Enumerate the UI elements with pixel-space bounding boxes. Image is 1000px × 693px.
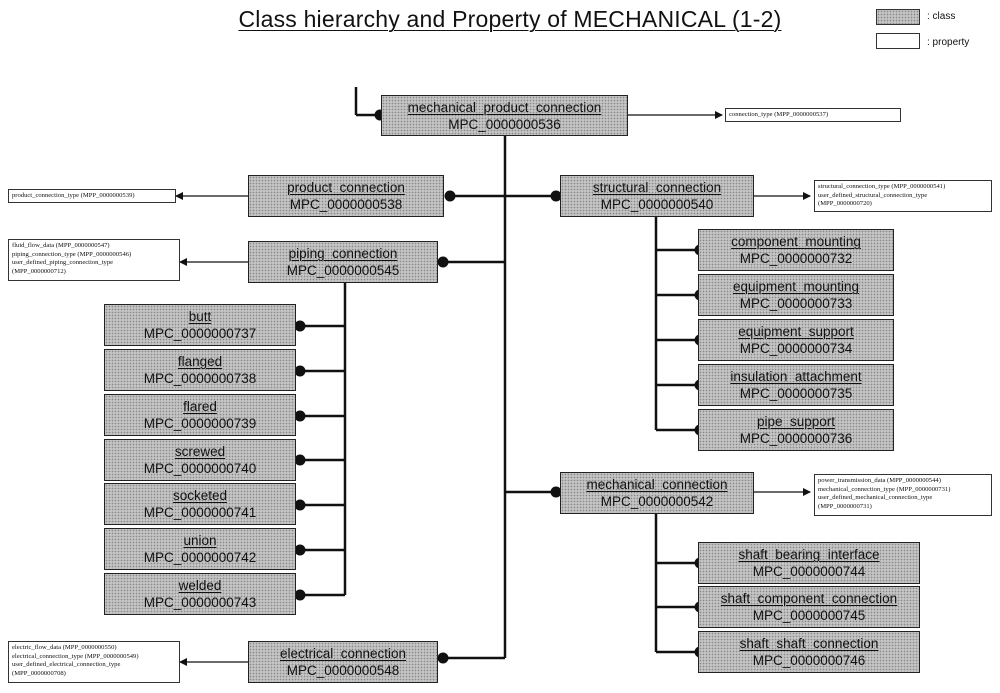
class-mechanical-connection[interactable]: mechanical_connection MPC_0000000542 <box>560 472 754 514</box>
class-id: MPC_0000000536 <box>448 116 561 132</box>
class-id: MPC_0000000538 <box>289 197 403 212</box>
property-line: connection_type (MPP_0000000537) <box>729 111 829 118</box>
property-line: power_transmission_data (MPP_0000000544) <box>818 477 941 484</box>
property-line: (MPP_0000000731) <box>818 502 872 510</box>
property-box-root: connection_type (MPP_0000000537) <box>725 108 901 122</box>
property-box-product-connection: product_connection_type (MPP_0000000539) <box>8 189 176 203</box>
class-shaft-component-connection[interactable]: shaft_component_connection MPC_000000074… <box>698 586 920 628</box>
property-line: electric_flow_data (MPP_0000000550) <box>12 644 117 651</box>
class-component-mounting[interactable]: component_mounting MPC_0000000732 <box>698 229 894 271</box>
class-id: MPC_0000000746 <box>752 653 866 668</box>
class-id: MPC_0000000742 <box>143 550 257 565</box>
legend-property-label: : property <box>927 37 970 48</box>
class-flared[interactable]: flared MPC_0000000739 <box>104 394 296 436</box>
class-pipe-support[interactable]: pipe_support MPC_0000000736 <box>698 409 894 451</box>
class-name: screwed <box>174 444 226 459</box>
property-line: fluid_flow_data (MPP_0000000547) <box>12 242 110 249</box>
legend-property-swatch <box>876 33 920 49</box>
class-name: equipment_support <box>738 324 854 339</box>
property-box-mechanical-connection: power_transmission_data (MPP_0000000544)… <box>814 474 992 516</box>
class-id: MPC_0000000548 <box>286 663 400 678</box>
class-id: MPC_0000000732 <box>739 251 853 266</box>
class-id: MPC_0000000735 <box>739 386 853 401</box>
class-name: welded <box>178 578 222 593</box>
class-piping-connection[interactable]: piping_connection MPC_0000000545 <box>248 241 438 283</box>
property-line: electrical_connection_type (MPP_00000005… <box>12 652 139 660</box>
class-id: MPC_0000000739 <box>143 416 257 431</box>
property-line: user_defined_piping_connection_type <box>12 259 114 266</box>
class-id: MPC_0000000741 <box>143 505 257 520</box>
class-insulation-attachment[interactable]: insulation_attachment MPC_0000000735 <box>698 364 894 406</box>
class-union[interactable]: union MPC_0000000742 <box>104 528 296 570</box>
class-name: pipe_support <box>756 414 836 429</box>
class-equipment-mounting[interactable]: equipment_mounting MPC_0000000733 <box>698 274 894 316</box>
class-electrical-connection[interactable]: electrical_connection MPC_0000000548 <box>248 641 438 683</box>
class-name: equipment_mounting <box>732 279 860 294</box>
page-title: Class hierarchy and Property of MECHANIC… <box>238 6 782 32</box>
class-name: butt <box>188 309 212 324</box>
property-box-piping-connection: fluid_flow_data (MPP_0000000547) piping_… <box>8 239 180 281</box>
class-id: MPC_0000000745 <box>752 608 866 623</box>
class-id: MPC_0000000743 <box>143 595 257 610</box>
class-product-connection[interactable]: product_connection MPC_0000000538 <box>248 175 444 217</box>
class-name: structural_connection <box>592 180 722 195</box>
property-box-electrical-connection: electric_flow_data (MPP_0000000550) elec… <box>8 641 180 683</box>
class-id: MPC_0000000744 <box>752 564 866 579</box>
class-id: MPC_0000000738 <box>143 371 257 386</box>
class-id: MPC_0000000740 <box>143 461 257 476</box>
property-line: structural_connection_type (MPP_00000005… <box>818 183 946 190</box>
class-shaft-bearing-interface[interactable]: shaft_bearing_interface MPC_0000000744 <box>698 542 920 584</box>
class-socketed[interactable]: socketed MPC_0000000741 <box>104 483 296 525</box>
property-line: (MPP_0000000720) <box>818 200 872 207</box>
class-id: MPC_0000000733 <box>739 296 853 311</box>
property-line: (MPP_0000000712) <box>12 267 66 275</box>
class-shaft-shaft-connection[interactable]: shaft_shaft_connection MPC_0000000746 <box>698 631 920 673</box>
class-name: shaft_component_connection <box>720 591 898 606</box>
property-line: user_defined_mechanical_connection_type <box>818 494 933 501</box>
class-name: union <box>183 533 217 548</box>
property-line: product_connection_type (MPP_0000000539) <box>12 192 135 199</box>
class-id: MPC_0000000545 <box>286 263 400 278</box>
class-screwed[interactable]: screwed MPC_0000000740 <box>104 439 296 481</box>
property-line: (MPP_0000000708) <box>12 669 66 677</box>
class-name: insulation_attachment <box>730 369 862 384</box>
class-name: component_mounting <box>731 234 861 249</box>
property-line: mechanical_connection_type (MPP_00000007… <box>818 485 951 493</box>
class-name: flanged <box>177 354 223 369</box>
class-id: MPC_0000000737 <box>143 326 257 341</box>
class-id: MPC_0000000540 <box>600 197 714 212</box>
class-butt[interactable]: butt MPC_0000000737 <box>104 304 296 346</box>
legend-class-swatch <box>876 9 920 25</box>
class-name: socketed <box>172 488 228 503</box>
class-id: MPC_0000000736 <box>739 431 853 446</box>
class-name: product_connection <box>287 180 405 195</box>
legend-class-label: : class <box>927 11 956 22</box>
class-name: electrical_connection <box>279 646 407 661</box>
class-name: mechanical_product_connection <box>407 99 602 115</box>
class-id: MPC_0000000542 <box>600 494 714 509</box>
class-name: mechanical_connection <box>586 477 728 492</box>
class-name: piping_connection <box>288 246 398 261</box>
class-name: flared <box>183 399 217 414</box>
property-line: user_defined_electrical_connection_type <box>12 661 121 668</box>
class-name: shaft_bearing_interface <box>738 547 880 562</box>
class-equipment-support[interactable]: equipment_support MPC_0000000734 <box>698 319 894 361</box>
class-flanged[interactable]: flanged MPC_0000000738 <box>104 349 296 391</box>
class-name: shaft_shaft_connection <box>739 636 879 651</box>
class-mechanical-product-connection[interactable]: mechanical_product_connection MPC_000000… <box>381 95 628 136</box>
class-structural-connection[interactable]: structural_connection MPC_0000000540 <box>560 175 754 217</box>
property-line: user_defined_structural_connection_type <box>818 191 928 199</box>
class-welded[interactable]: welded MPC_0000000743 <box>104 573 296 615</box>
property-box-structural-connection: structural_connection_type (MPP_00000005… <box>814 180 992 212</box>
property-line: piping_connection_type (MPP_0000000546) <box>12 250 132 258</box>
class-id: MPC_0000000734 <box>739 341 853 356</box>
